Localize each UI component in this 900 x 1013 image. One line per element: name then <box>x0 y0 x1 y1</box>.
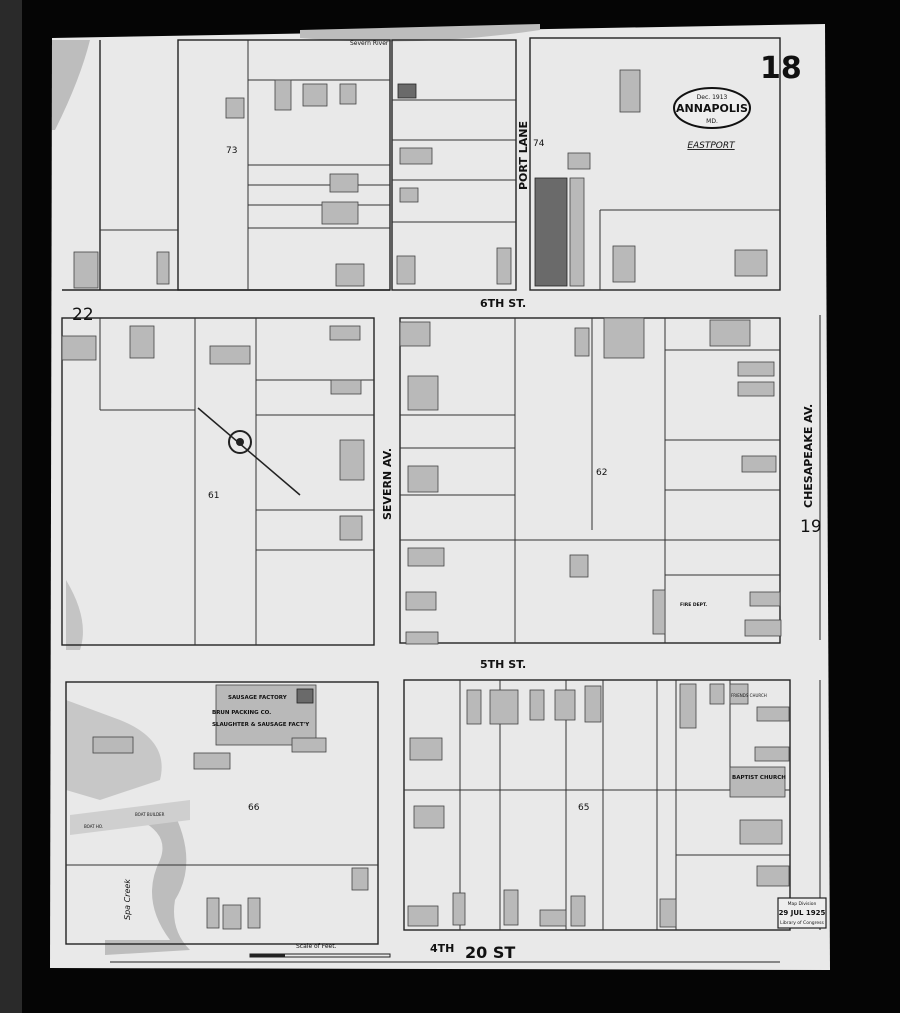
block-number: 74 <box>533 139 545 149</box>
stamp-line-3: Library of Congress <box>780 920 824 926</box>
adjoining-sheet-19: 19 <box>800 517 822 537</box>
spa-creek <box>105 805 190 955</box>
compass-rose-icon <box>197 407 301 496</box>
boat-house-label: BOAT HO. <box>84 824 103 829</box>
lot-lines <box>66 40 790 930</box>
street-label-port-lane: PORT LANE <box>517 121 530 190</box>
sheet-city: ANNAPOLIS <box>676 102 748 115</box>
severn-river-top <box>300 24 540 42</box>
friends-church-label: FRIENDS CHURCH <box>731 693 767 698</box>
block-number: 61 <box>208 491 219 501</box>
stamp-line-1: Map Division <box>788 901 817 907</box>
boat-builder-label: BOAT BUILDER <box>135 812 165 817</box>
library-stamp: Map Division 29 JUL 1925 Library of Cong… <box>777 897 827 929</box>
street-label-20th: 20 ST <box>465 943 515 962</box>
baptist-church-label: BAPTIST CHURCH <box>732 775 786 781</box>
packing-co-sub-label: SLAUGHTER & SAUSAGE FACT'Y <box>212 722 310 728</box>
block-number: 73 <box>226 146 237 156</box>
sheet-date: Dec. 1913 <box>697 94 728 101</box>
scale-label: Scale of Feet. <box>296 943 337 950</box>
block-outlines <box>61 37 821 963</box>
street-label-6th: 6TH ST. <box>480 297 526 310</box>
fire-dept-label: FIRE DEPT. <box>680 602 707 608</box>
sausage-factory-label: SAUSAGE FACTORY <box>228 695 288 701</box>
creek-upper <box>66 580 83 650</box>
street-label-5th: 5TH ST. <box>480 658 526 671</box>
sheet-number: 18 <box>760 51 802 86</box>
block-number: 65 <box>578 803 589 813</box>
adjoining-sheet-22: 22 <box>72 305 94 325</box>
block-number: 66 <box>248 803 260 813</box>
buildings <box>61 69 790 930</box>
scale-bar: Scale of Feet. <box>249 943 391 958</box>
sheet-state: MD. <box>706 118 718 125</box>
block-number: 62 <box>596 468 607 478</box>
spa-creek-label: Spa Creek <box>123 879 132 920</box>
packing-co-label: BRUN PACKING CO. <box>212 710 271 716</box>
street-label-severn: SEVERN AV. <box>381 448 394 520</box>
severn-river-left <box>52 40 90 130</box>
sheet-district: EASTPORT <box>687 141 736 151</box>
street-label-chesapeake: CHESAPEAKE AV. <box>802 404 815 508</box>
severn-river-label: Severn River <box>350 40 389 47</box>
title-cartouche: Dec. 1913 ANNAPOLIS MD. EASTPORT <box>673 87 751 151</box>
stamp-date: 29 JUL 1925 <box>779 909 826 917</box>
street-label-4th: 4TH <box>430 942 454 955</box>
boat-pier <box>70 800 190 835</box>
